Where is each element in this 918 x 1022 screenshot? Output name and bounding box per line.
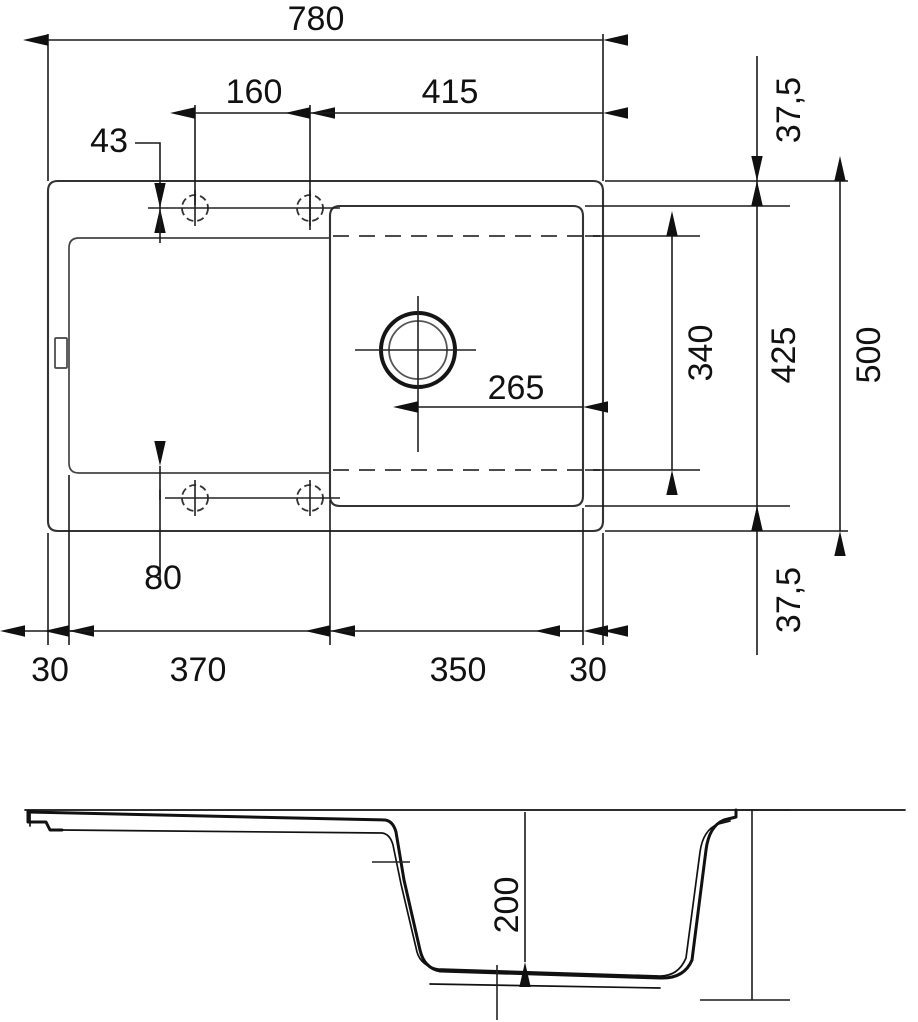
dim-label-top-rim: 37,5	[770, 77, 808, 143]
dim-label-bottom-hole-offset: 80	[144, 559, 182, 597]
dim-label-right-span: 415	[422, 73, 479, 111]
top-view-dimensions: 780 160 415 43 80	[0, 0, 888, 689]
dim-label-bottom-rim: 37,5	[770, 567, 808, 633]
leader-line-hole-edge-offset	[135, 142, 161, 163]
section-inner-profile	[61, 820, 731, 977]
dim-label-bowl-depth: 200	[488, 877, 526, 934]
dim-label-bowl-width: 350	[430, 651, 487, 689]
dim-label-overall-height: 500	[850, 327, 888, 384]
dim-label-hole-spacing: 160	[226, 73, 283, 111]
dim-label-overall-width: 780	[288, 0, 345, 38]
section-outer-profile	[26, 808, 738, 980]
drain-opening	[355, 296, 476, 452]
drainboard-outline	[68, 237, 331, 474]
overflow-slot-icon	[54, 337, 68, 369]
dim-label-left-rim: 30	[31, 651, 69, 689]
top-view-group	[46, 179, 605, 533]
sink-outer-outline	[46, 179, 605, 533]
section-bowl-bottom	[429, 983, 661, 989]
dim-label-drainboard-width: 370	[170, 651, 227, 689]
dim-label-bowl-height: 340	[682, 325, 720, 382]
dim-label-hole-edge-offset: 43	[90, 122, 128, 160]
cross-section-group: 200	[24, 808, 906, 1020]
dim-label-drain-offset: 265	[488, 369, 545, 407]
bowl-outline	[328, 204, 585, 508]
section-left-rim-profile	[26, 810, 64, 832]
dim-label-inner-height: 425	[765, 327, 803, 384]
dim-label-right-rim: 30	[569, 651, 607, 689]
